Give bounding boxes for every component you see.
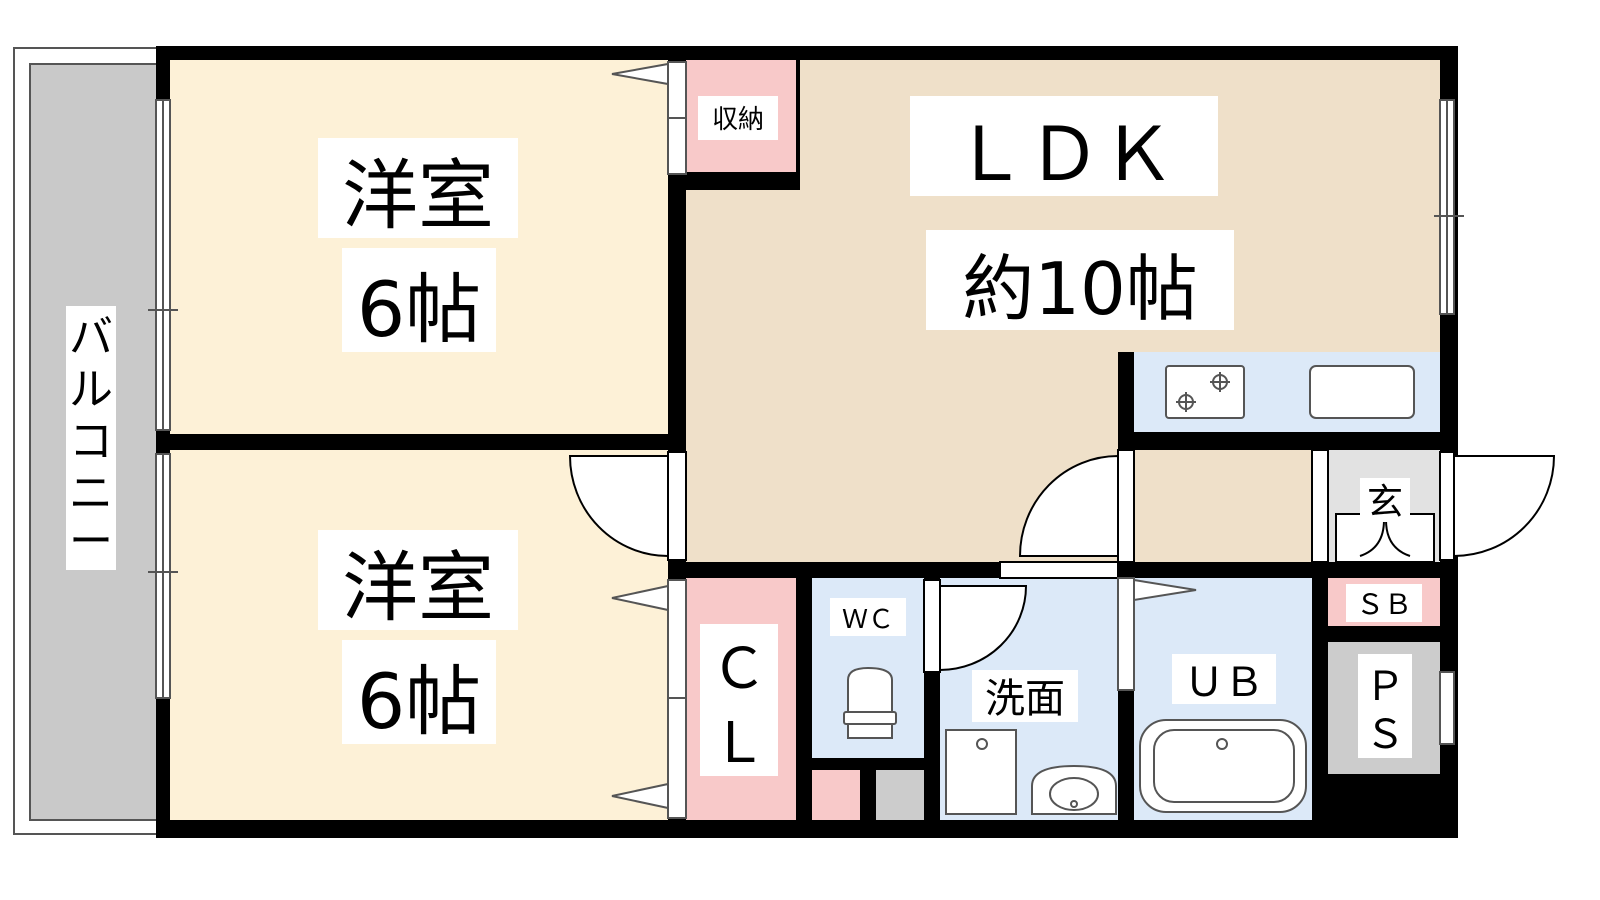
entry-hall [1134, 450, 1312, 562]
door-bath [1117, 577, 1197, 691]
bath-text: ＵＢ [1184, 660, 1264, 706]
balcony-char-4: ニ [69, 468, 113, 519]
ldk-label: ＬＤＫ 約10帖 [910, 96, 1234, 331]
ldk-size: 約10帖 [962, 247, 1198, 331]
closet-text-1: Ｃ [711, 637, 767, 702]
balcony [13, 47, 163, 835]
washroom-text: 洗面 [985, 676, 1065, 722]
storage-label: 収納 [698, 96, 778, 140]
washing-machine-pan [945, 729, 1017, 815]
shoe-box-text: ＳＢ [1356, 588, 1412, 621]
pipe-space-label: Ｐ Ｓ [1358, 654, 1412, 758]
western-room-top [170, 60, 668, 434]
door-washroom [923, 561, 1119, 673]
balcony-char-3: コ [69, 416, 113, 467]
bathtub [1139, 719, 1307, 813]
western-top-size: 6帖 [357, 265, 481, 354]
wc-label: ＷＣ [830, 598, 906, 636]
western-bottom-label: 洋室 6帖 [318, 530, 518, 746]
balcony-char-2: ル [69, 364, 113, 415]
window-left-bottom [148, 453, 178, 699]
sliding-door-closet [611, 579, 687, 819]
pipe-space-text-2: Ｓ [1365, 712, 1405, 758]
shoe-box-label: ＳＢ [1346, 584, 1422, 622]
entrance-label: 玄 [1360, 478, 1410, 523]
door-ldk [1018, 449, 1135, 563]
window-right [1434, 99, 1464, 315]
door-western-bottom [568, 451, 687, 561]
bath-label: ＵＢ [1172, 654, 1276, 706]
western-bottom-name: 洋室 [342, 543, 494, 632]
washroom-label: 洗面 [972, 670, 1078, 722]
balcony-char-1: バ [69, 312, 113, 363]
kitchen-sink [1309, 365, 1415, 419]
western-bottom-size: 6帖 [357, 657, 481, 746]
wash-basin [1031, 764, 1117, 815]
western-room-bottom [170, 450, 668, 820]
entrance-text: 玄 [1367, 482, 1403, 523]
balcony-char-5: ー [69, 516, 113, 567]
stove [1165, 365, 1245, 419]
closet-label: Ｃ Ｌ [700, 624, 778, 776]
balcony-label: バ ル コ ニ ー [66, 306, 116, 570]
ldk-name: ＬＤＫ [953, 112, 1175, 198]
toilet [843, 666, 897, 739]
western-top-label: 洋室 6帖 [318, 138, 518, 354]
meter-box [876, 770, 924, 820]
pipe-space-text-1: Ｐ [1365, 664, 1405, 710]
western-top-name: 洋室 [342, 151, 494, 240]
sliding-door-storage [611, 61, 687, 175]
storage-text: 収納 [712, 105, 764, 135]
window-pipe-space [1439, 671, 1455, 745]
closet-text-2: Ｌ [711, 711, 767, 776]
wc-storage [812, 770, 860, 820]
window-left-top [148, 99, 178, 431]
wc-text: ＷＣ [842, 605, 894, 635]
door-entrance [1311, 449, 1556, 563]
